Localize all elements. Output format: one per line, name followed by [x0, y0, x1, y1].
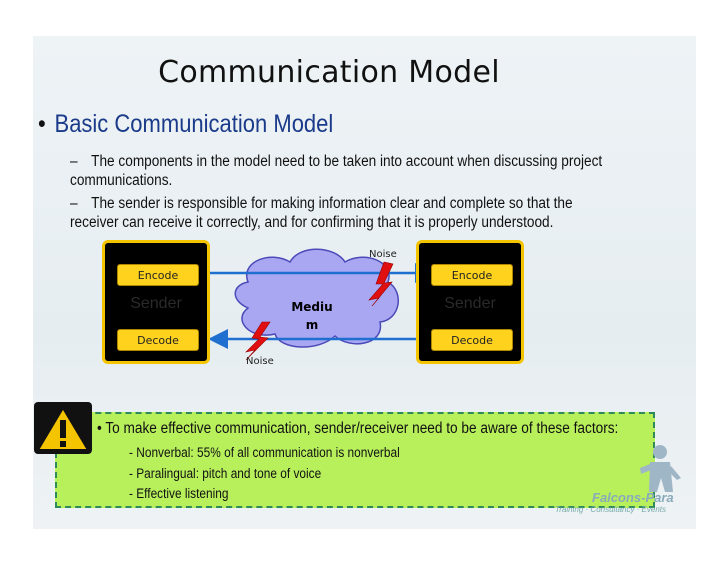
- slide-title: Communication Model: [158, 55, 500, 90]
- logo-brand: Falcons-Para: [592, 490, 674, 505]
- sender-box-left: Encode Sender Decode: [102, 240, 210, 364]
- factor-item-2: - Paralingual: pitch and tone of voice: [129, 466, 322, 481]
- sub-bullet-1-cont: communications.: [70, 171, 172, 191]
- noise-label-top: Noise: [369, 249, 397, 260]
- factor-item-3-text: Effective listening: [136, 486, 229, 501]
- encode-tag-right: Encode: [431, 264, 513, 286]
- bullet-dot: •: [38, 110, 46, 138]
- factor-item-1-text: Nonverbal: 55% of all communication is n…: [136, 445, 400, 460]
- factors-box: • To make effective communication, sende…: [55, 412, 655, 508]
- sender-label-left: Sender: [130, 295, 182, 312]
- noise-bolt-bottom: [245, 321, 271, 361]
- sub-bullet-1: –The components in the model need to be …: [70, 152, 602, 172]
- sub-bullet-1-line2: communications.: [70, 172, 173, 189]
- noise-label-bottom: Noise: [246, 356, 274, 367]
- sub-bullet-2-line1: The sender is responsible for making inf…: [91, 195, 573, 212]
- sub-bullet-2: –The sender is responsible for making in…: [70, 194, 573, 214]
- encode-tag-left: Encode: [117, 264, 199, 286]
- main-bullet: • Basic Communication Model: [38, 110, 333, 139]
- factor-item-3: - Effective listening: [129, 486, 229, 501]
- medium-label-line1: Mediu: [291, 300, 333, 314]
- factor-item-2-text: Paralingual: pitch and tone of voice: [136, 466, 322, 481]
- factors-heading: • To make effective communication, sende…: [97, 420, 619, 437]
- sub-bullet-2-line2: receiver can receive it correctly, and f…: [70, 214, 554, 231]
- main-bullet-text: Basic Communication Model: [54, 110, 334, 138]
- medium-label: Mediu m: [282, 298, 342, 334]
- medium-label-line2: m: [305, 318, 319, 332]
- factors-heading-text: To make effective communication, sender/…: [105, 420, 619, 437]
- decode-tag-right: Decode: [431, 329, 513, 351]
- decode-tag-left: Decode: [117, 329, 199, 351]
- sender-box-right: Encode Sender Decode: [416, 240, 524, 364]
- warning-icon: [34, 402, 92, 454]
- sub-bullet-2-cont: receiver can receive it correctly, and f…: [70, 213, 553, 233]
- company-logo-icon: [640, 445, 681, 492]
- logo-tagline: Training · Consultancy · Events: [555, 505, 667, 514]
- sub-bullet-1-line1: The components in the model need to be t…: [91, 153, 603, 170]
- dash: –: [70, 195, 78, 212]
- factor-item-1: - Nonverbal: 55% of all communication is…: [129, 445, 400, 460]
- sender-label-right: Sender: [444, 295, 496, 312]
- noise-bolt-top: [368, 261, 394, 307]
- dash: –: [70, 153, 78, 170]
